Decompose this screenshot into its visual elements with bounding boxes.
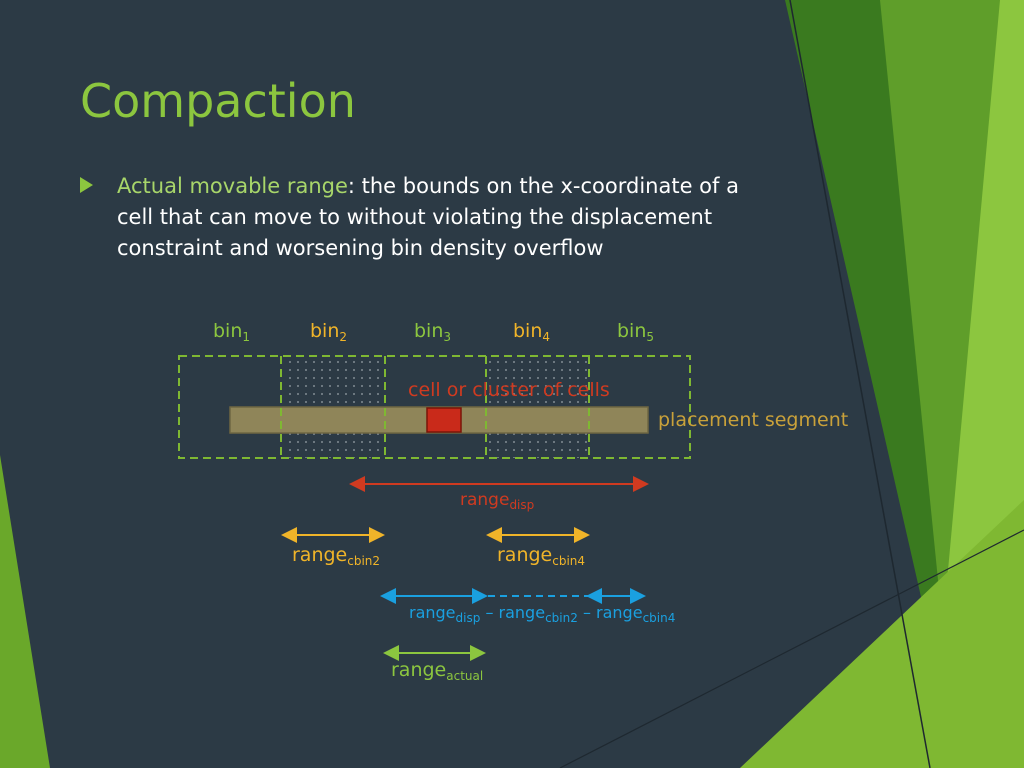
bins-outline: [178, 355, 691, 459]
placement-segment-label: placement segment: [658, 409, 849, 431]
bin3-label: bin3: [414, 320, 452, 344]
range-cbin4-label: rangecbin4: [497, 544, 586, 568]
cell-label: cell or cluster of cells: [408, 379, 610, 401]
range-diff-label: rangedisp – rangecbin2 – rangecbin4: [409, 603, 676, 625]
cell-block: [426, 407, 462, 433]
deco-line-1: [789, 0, 931, 768]
bin5-label: bin5: [617, 320, 655, 344]
bin2-label: bin2: [310, 320, 348, 344]
bullet-definition: : the bounds on the x-coordinate of a ce…: [117, 174, 739, 260]
bullet-term: Actual movable range: [117, 174, 348, 198]
bin1-label: bin1: [213, 320, 251, 344]
green-stripe-left: [0, 455, 50, 768]
range-disp-label: rangedisp: [460, 490, 535, 512]
deco-line-2: [559, 529, 1024, 768]
bullet-text: Actual movable range: the bounds on the …: [117, 171, 777, 264]
bullet-arrow-icon: [80, 177, 93, 193]
slide-title: Compaction: [80, 74, 356, 128]
bin4-label: bin4: [513, 320, 551, 344]
range-cbin2-label: rangecbin2: [292, 544, 381, 568]
range-actual-label: rangeactual: [391, 659, 484, 683]
